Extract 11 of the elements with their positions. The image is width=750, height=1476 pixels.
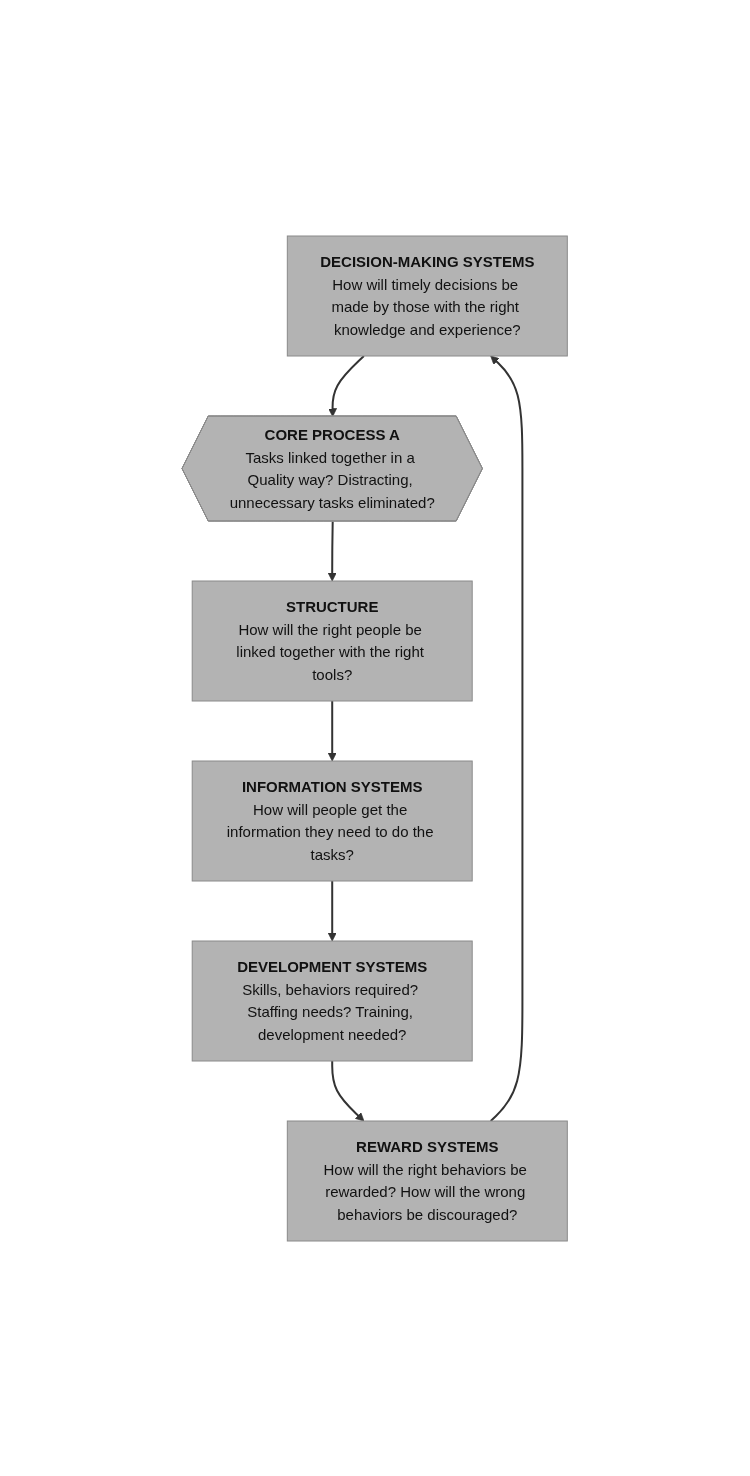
arrow — [490, 355, 524, 1122]
node-box: DECISION-MAKING SYSTEMS How will timely decisions be made by those with the right knowledge and experience? — [287, 235, 569, 356]
arrow — [331, 1059, 365, 1121]
arrow — [328, 879, 337, 941]
node-box: STRUCTURE How will the right people be linked together with the right tools? — [192, 580, 474, 701]
arrow — [328, 520, 337, 581]
arrow — [328, 354, 366, 417]
node-box: DEVELOPMENT SYSTEMS Skills, behaviors required? Staffing needs? Training, development needed? — [192, 940, 474, 1061]
node-box: INFORMATION SYSTEMS How will people get the information they need to do the tasks? — [192, 760, 474, 881]
node-box: REWARD SYSTEMS How will the right behaviors be rewarded? How will the wrong behaviors be discouraged? — [287, 1120, 569, 1241]
arrow — [328, 699, 337, 761]
